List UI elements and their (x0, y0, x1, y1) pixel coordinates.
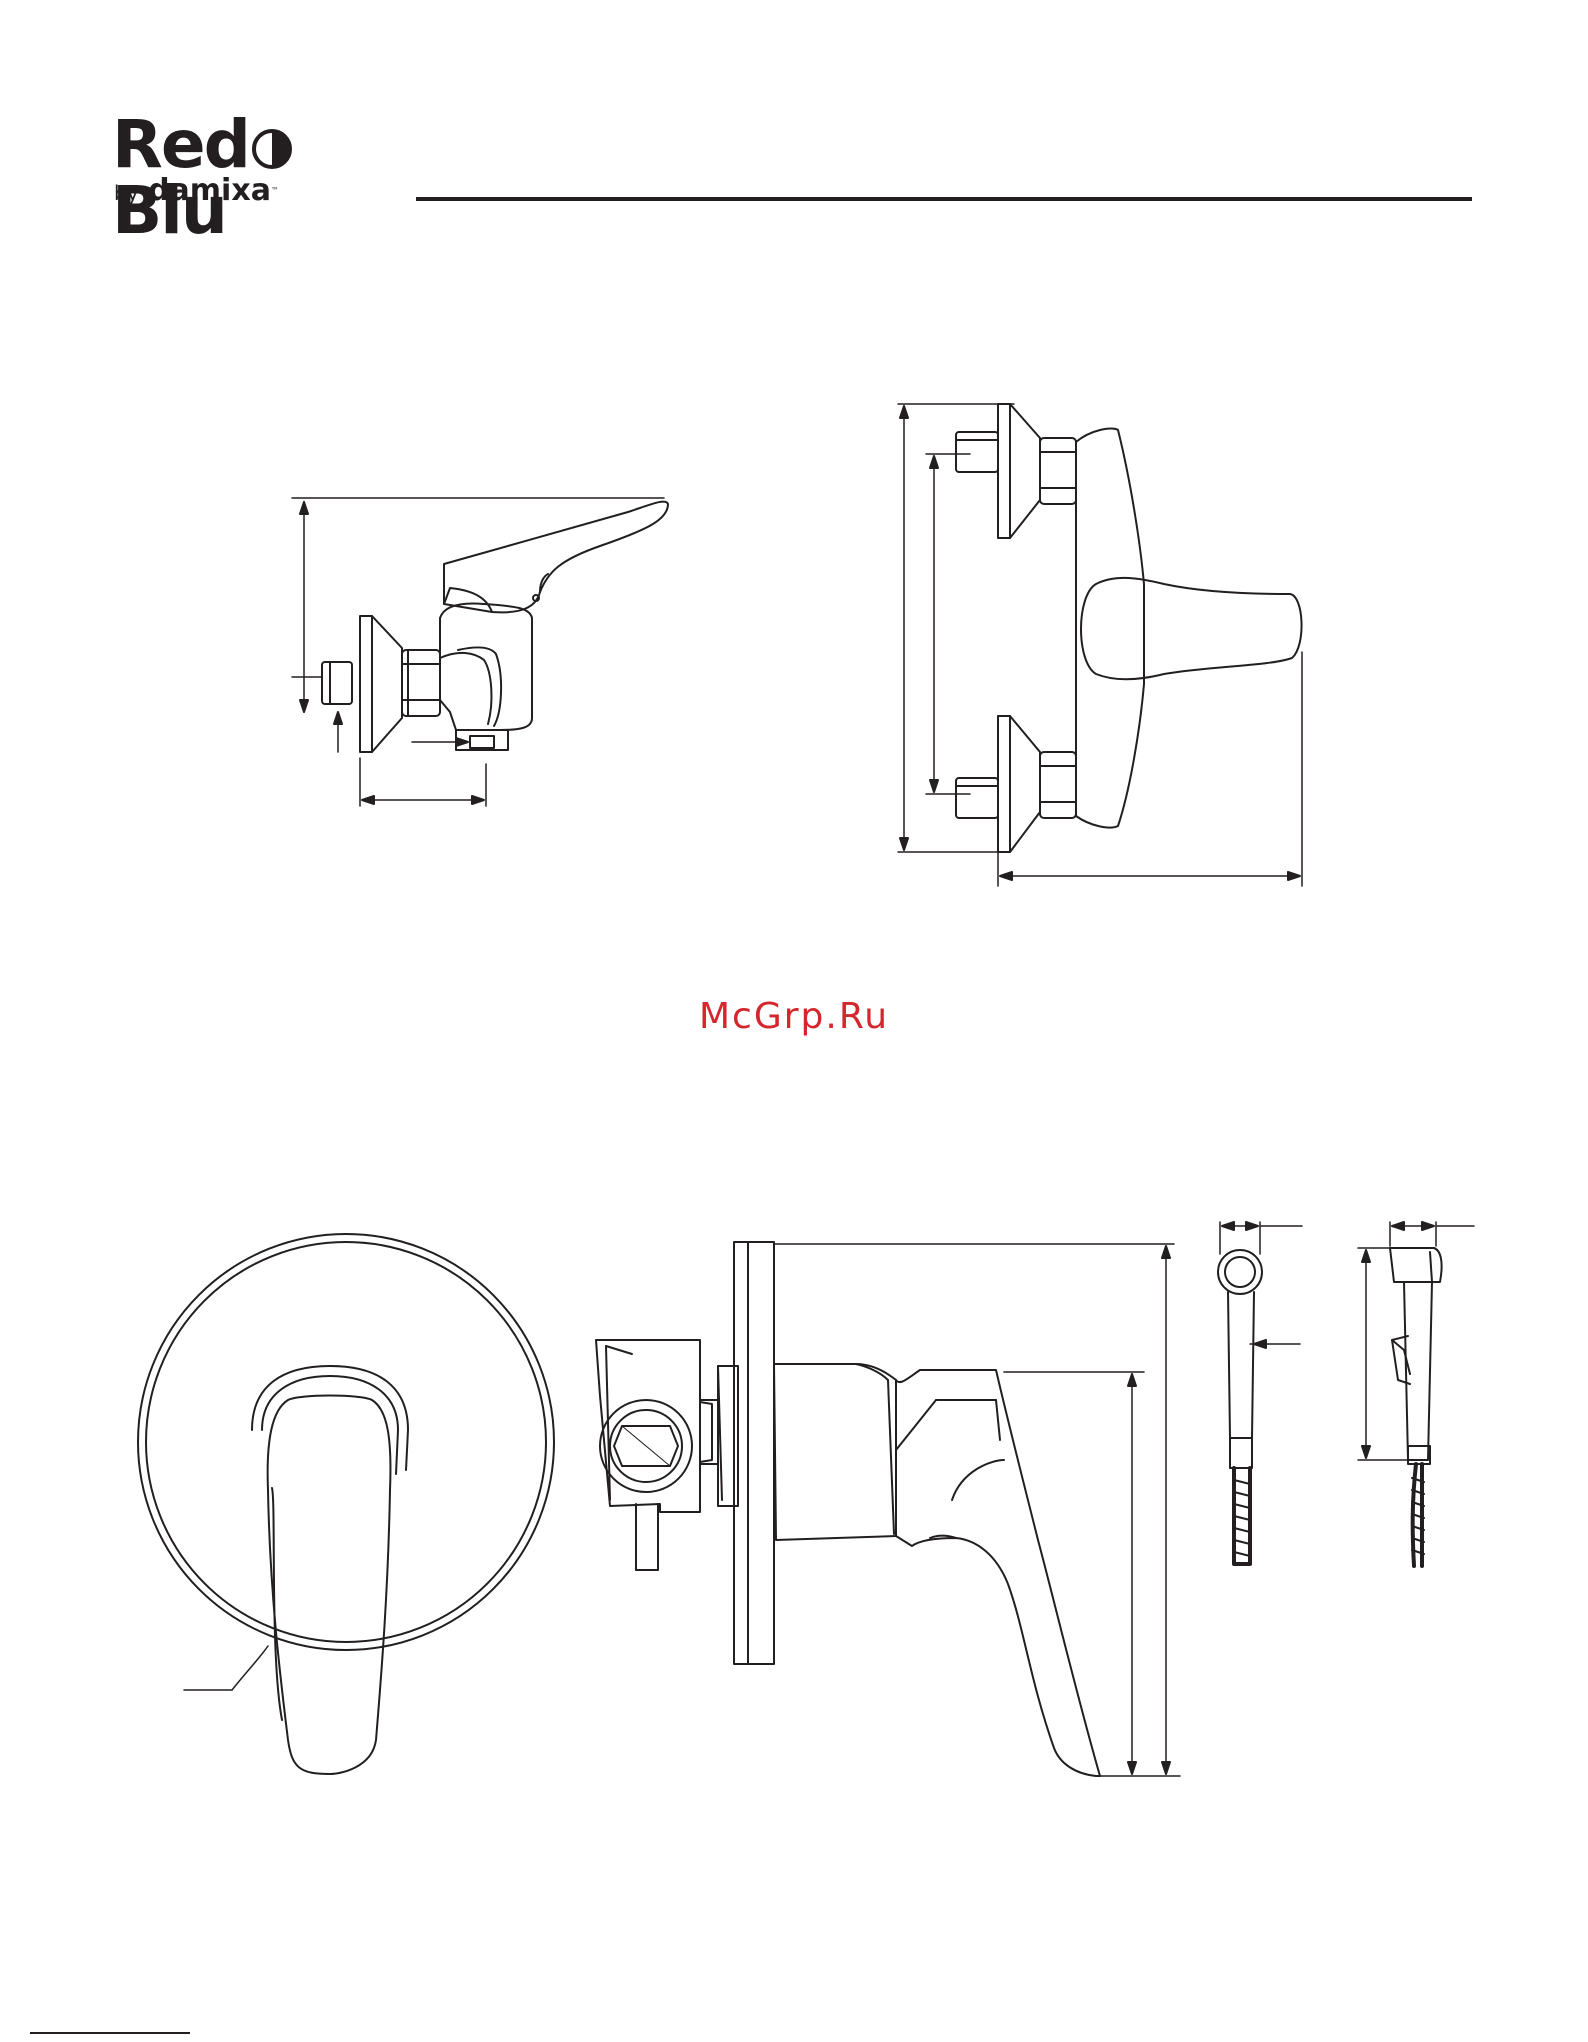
side-view-concealed-mixer (596, 1242, 1180, 1776)
watermark: McGrp.Ru (0, 996, 1588, 1037)
front-view-exposed-mixer (898, 404, 1302, 886)
hand-shower-side (1358, 1222, 1474, 1566)
side-view-exposed-mixer (292, 498, 668, 806)
footer-rule (30, 2032, 190, 2034)
hand-shower-front (1218, 1222, 1302, 1564)
front-view-concealed-mixer (138, 1234, 554, 1774)
